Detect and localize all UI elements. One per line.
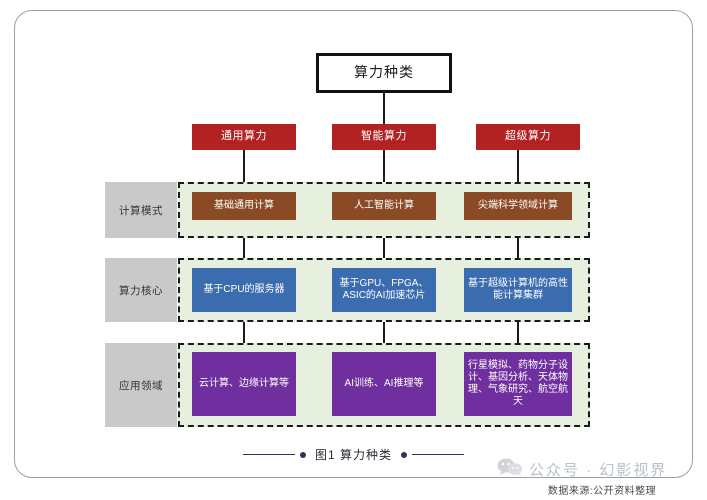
node-label: 基础通用计算 [214,199,274,211]
connector-col1-row0-row1 [383,220,385,268]
category-box-supercomputing: 超级算力 [476,124,580,150]
node-label: 人工智能计算 [354,199,414,211]
row-label-text: 计算模式 [119,204,163,217]
row-label-application-field: 应用领域 [105,343,177,427]
row-label-compute-mode: 计算模式 [105,182,177,238]
node-application-intelligent: AI训练、AI推理等 [332,352,436,416]
connector-col1-row1-row2 [383,312,385,352]
category-label-supercomputing: 超级算力 [505,130,551,143]
connector-col0-row0-row1 [243,220,245,268]
node-application-super: 行星模拟、药物分子设计、基因分析、天体物理、气象研究、航空航天 [464,352,572,416]
connector-intelligent-to-row0 [383,150,385,192]
node-label: 尖端科学领域计算 [478,199,558,211]
ornament-dot [299,451,306,458]
source-note: 数据来源:公开资料整理 [547,486,657,497]
node-label: 基于超级计算机的高性能计算集群 [468,277,568,301]
caption-ornament-right [401,451,464,458]
connector-col2-row1-row2 [517,312,519,352]
node-label: AI训练、AI推理等 [344,377,424,389]
category-box-intelligent: 智能算力 [332,124,436,150]
category-box-general: 通用算力 [192,124,296,150]
caption-text: 图1 算力种类 [314,448,392,462]
figure-caption: 图1 算力种类 [0,446,707,463]
node-compute-mode-super: 尖端科学领域计算 [464,192,572,220]
category-label-intelligent: 智能算力 [361,130,407,143]
node-compute-mode-intelligent: 人工智能计算 [332,192,436,220]
root-title-label: 算力种类 [354,64,414,81]
node-label: 基于GPU、FPGA、ASIC的AI加速芯片 [339,277,429,301]
wechat-icon [497,458,523,481]
watermark-text: 公众号 · 幻影视界 [529,462,668,479]
node-compute-core-general: 基于CPU的服务器 [192,268,296,312]
ornament-dot [401,451,407,458]
node-compute-core-super: 基于超级计算机的高性能计算集群 [464,268,572,312]
node-label: 行星模拟、药物分子设计、基因分析、天体物理、气象研究、航空航天 [468,359,568,408]
node-application-general: 云计算、边缘计算等 [192,352,296,416]
ornament-line [412,454,464,455]
caption-ornament-left [242,451,306,458]
node-label: 基于CPU的服务器 [203,283,285,295]
node-compute-mode-general: 基础通用计算 [192,192,296,220]
connector-general-to-row0 [243,150,245,192]
connector-title-to-category [383,93,385,124]
watermark: 公众号 · 幻影视界 [497,458,707,481]
root-title-box: 算力种类 [316,53,452,93]
node-compute-core-intelligent: 基于GPU、FPGA、ASIC的AI加速芯片 [332,268,436,312]
connector-col2-row0-row1 [517,220,519,268]
connector-super-to-row0 [517,150,519,192]
node-label: 云计算、边缘计算等 [199,377,289,389]
ornament-line [242,454,295,455]
row-label-compute-core: 算力核心 [105,258,177,322]
category-label-general: 通用算力 [221,130,267,143]
row-label-text: 应用领域 [119,379,163,392]
row-label-text: 算力核心 [119,284,163,297]
connector-col0-row1-row2 [243,312,245,352]
